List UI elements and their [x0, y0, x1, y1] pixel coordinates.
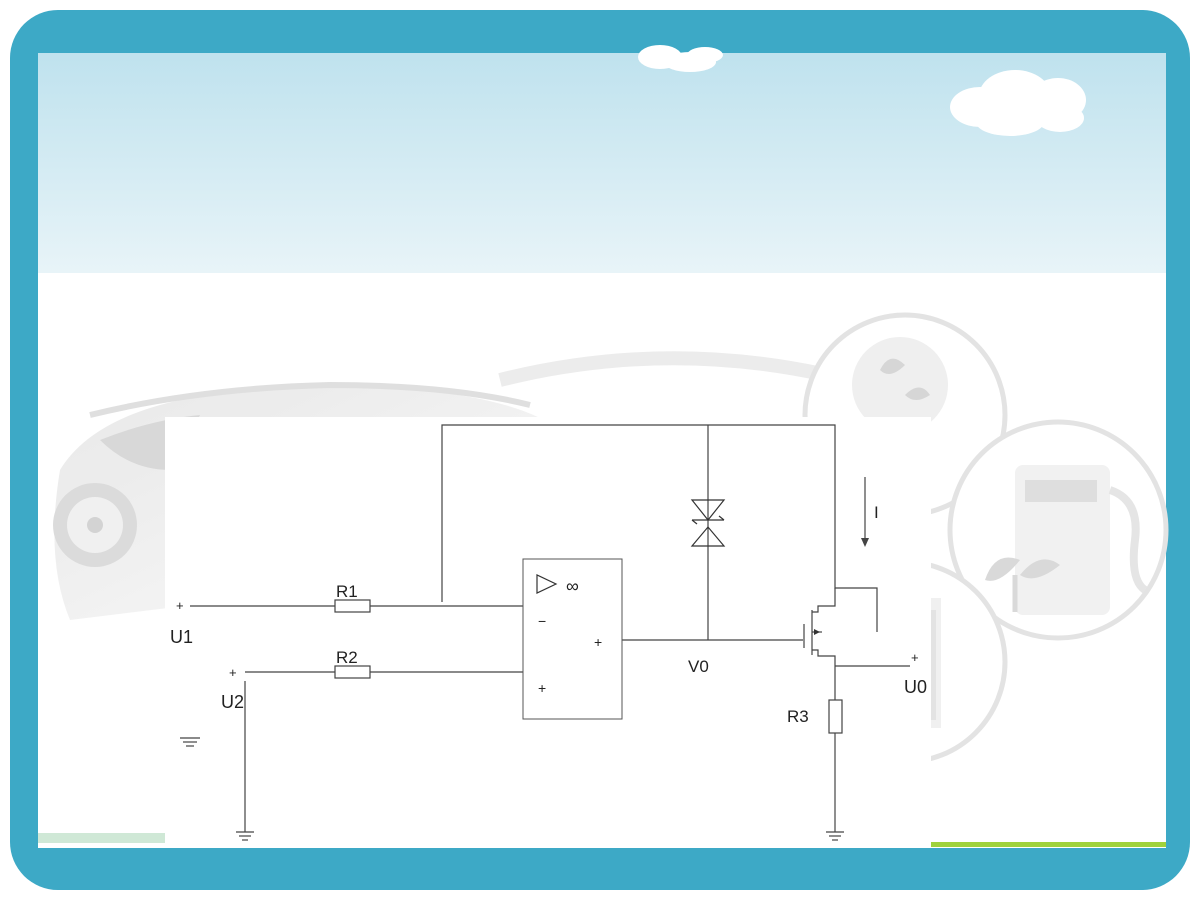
wire-feedback-loop	[441, 424, 878, 632]
footer-accent-left	[38, 833, 165, 843]
terminal-u1-plus: +	[176, 598, 184, 613]
mosfet-arrow	[814, 629, 820, 635]
opamp-minus-sign: −	[538, 613, 546, 629]
resistor-r2-label: R2	[336, 648, 358, 667]
resistor-r3-body	[828, 699, 843, 734]
input-u2-label: U2	[221, 692, 244, 712]
input-u1-label: U1	[170, 627, 193, 647]
resistor-r1-body	[334, 599, 371, 613]
opamp-gain-symbol: ∞	[566, 576, 579, 596]
output-u0-label: U0	[904, 677, 927, 697]
opamp-block	[522, 558, 623, 720]
circuit-diagram-panel: R1 R2 R3 U1 U2 U0 V0 I ∞ − + + + + +	[165, 417, 931, 847]
mosfet-drain	[812, 588, 836, 613]
opamp-output-plus-sign: +	[594, 634, 602, 650]
opamp-noninverting-plus-sign: +	[538, 680, 546, 696]
zener-diode-pair	[690, 499, 726, 547]
opamp-triangle-symbol	[536, 574, 558, 594]
fuel-pump-plant-icon	[947, 419, 1169, 641]
cloud-right	[950, 70, 1086, 136]
footer-accent-right	[931, 842, 1166, 847]
ground-symbol-r3	[826, 831, 844, 841]
terminal-u0-plus: +	[911, 650, 919, 665]
current-i-label: I	[874, 503, 879, 522]
resistor-r2-body	[334, 665, 371, 679]
cloud-top	[638, 45, 723, 72]
circuit-diagram: R1 R2 R3 U1 U2 U0 V0 I ∞ − + + + + +	[170, 424, 927, 841]
resistor-r3-label: R3	[787, 707, 809, 726]
ground-symbol-u2	[236, 831, 254, 841]
node-v0-label: V0	[688, 657, 709, 676]
ground-symbol-reference	[180, 737, 200, 747]
current-arrow	[861, 477, 869, 547]
mosfet-source	[812, 649, 836, 700]
terminal-u2-plus: +	[229, 665, 237, 680]
resistor-r1-label: R1	[336, 582, 358, 601]
